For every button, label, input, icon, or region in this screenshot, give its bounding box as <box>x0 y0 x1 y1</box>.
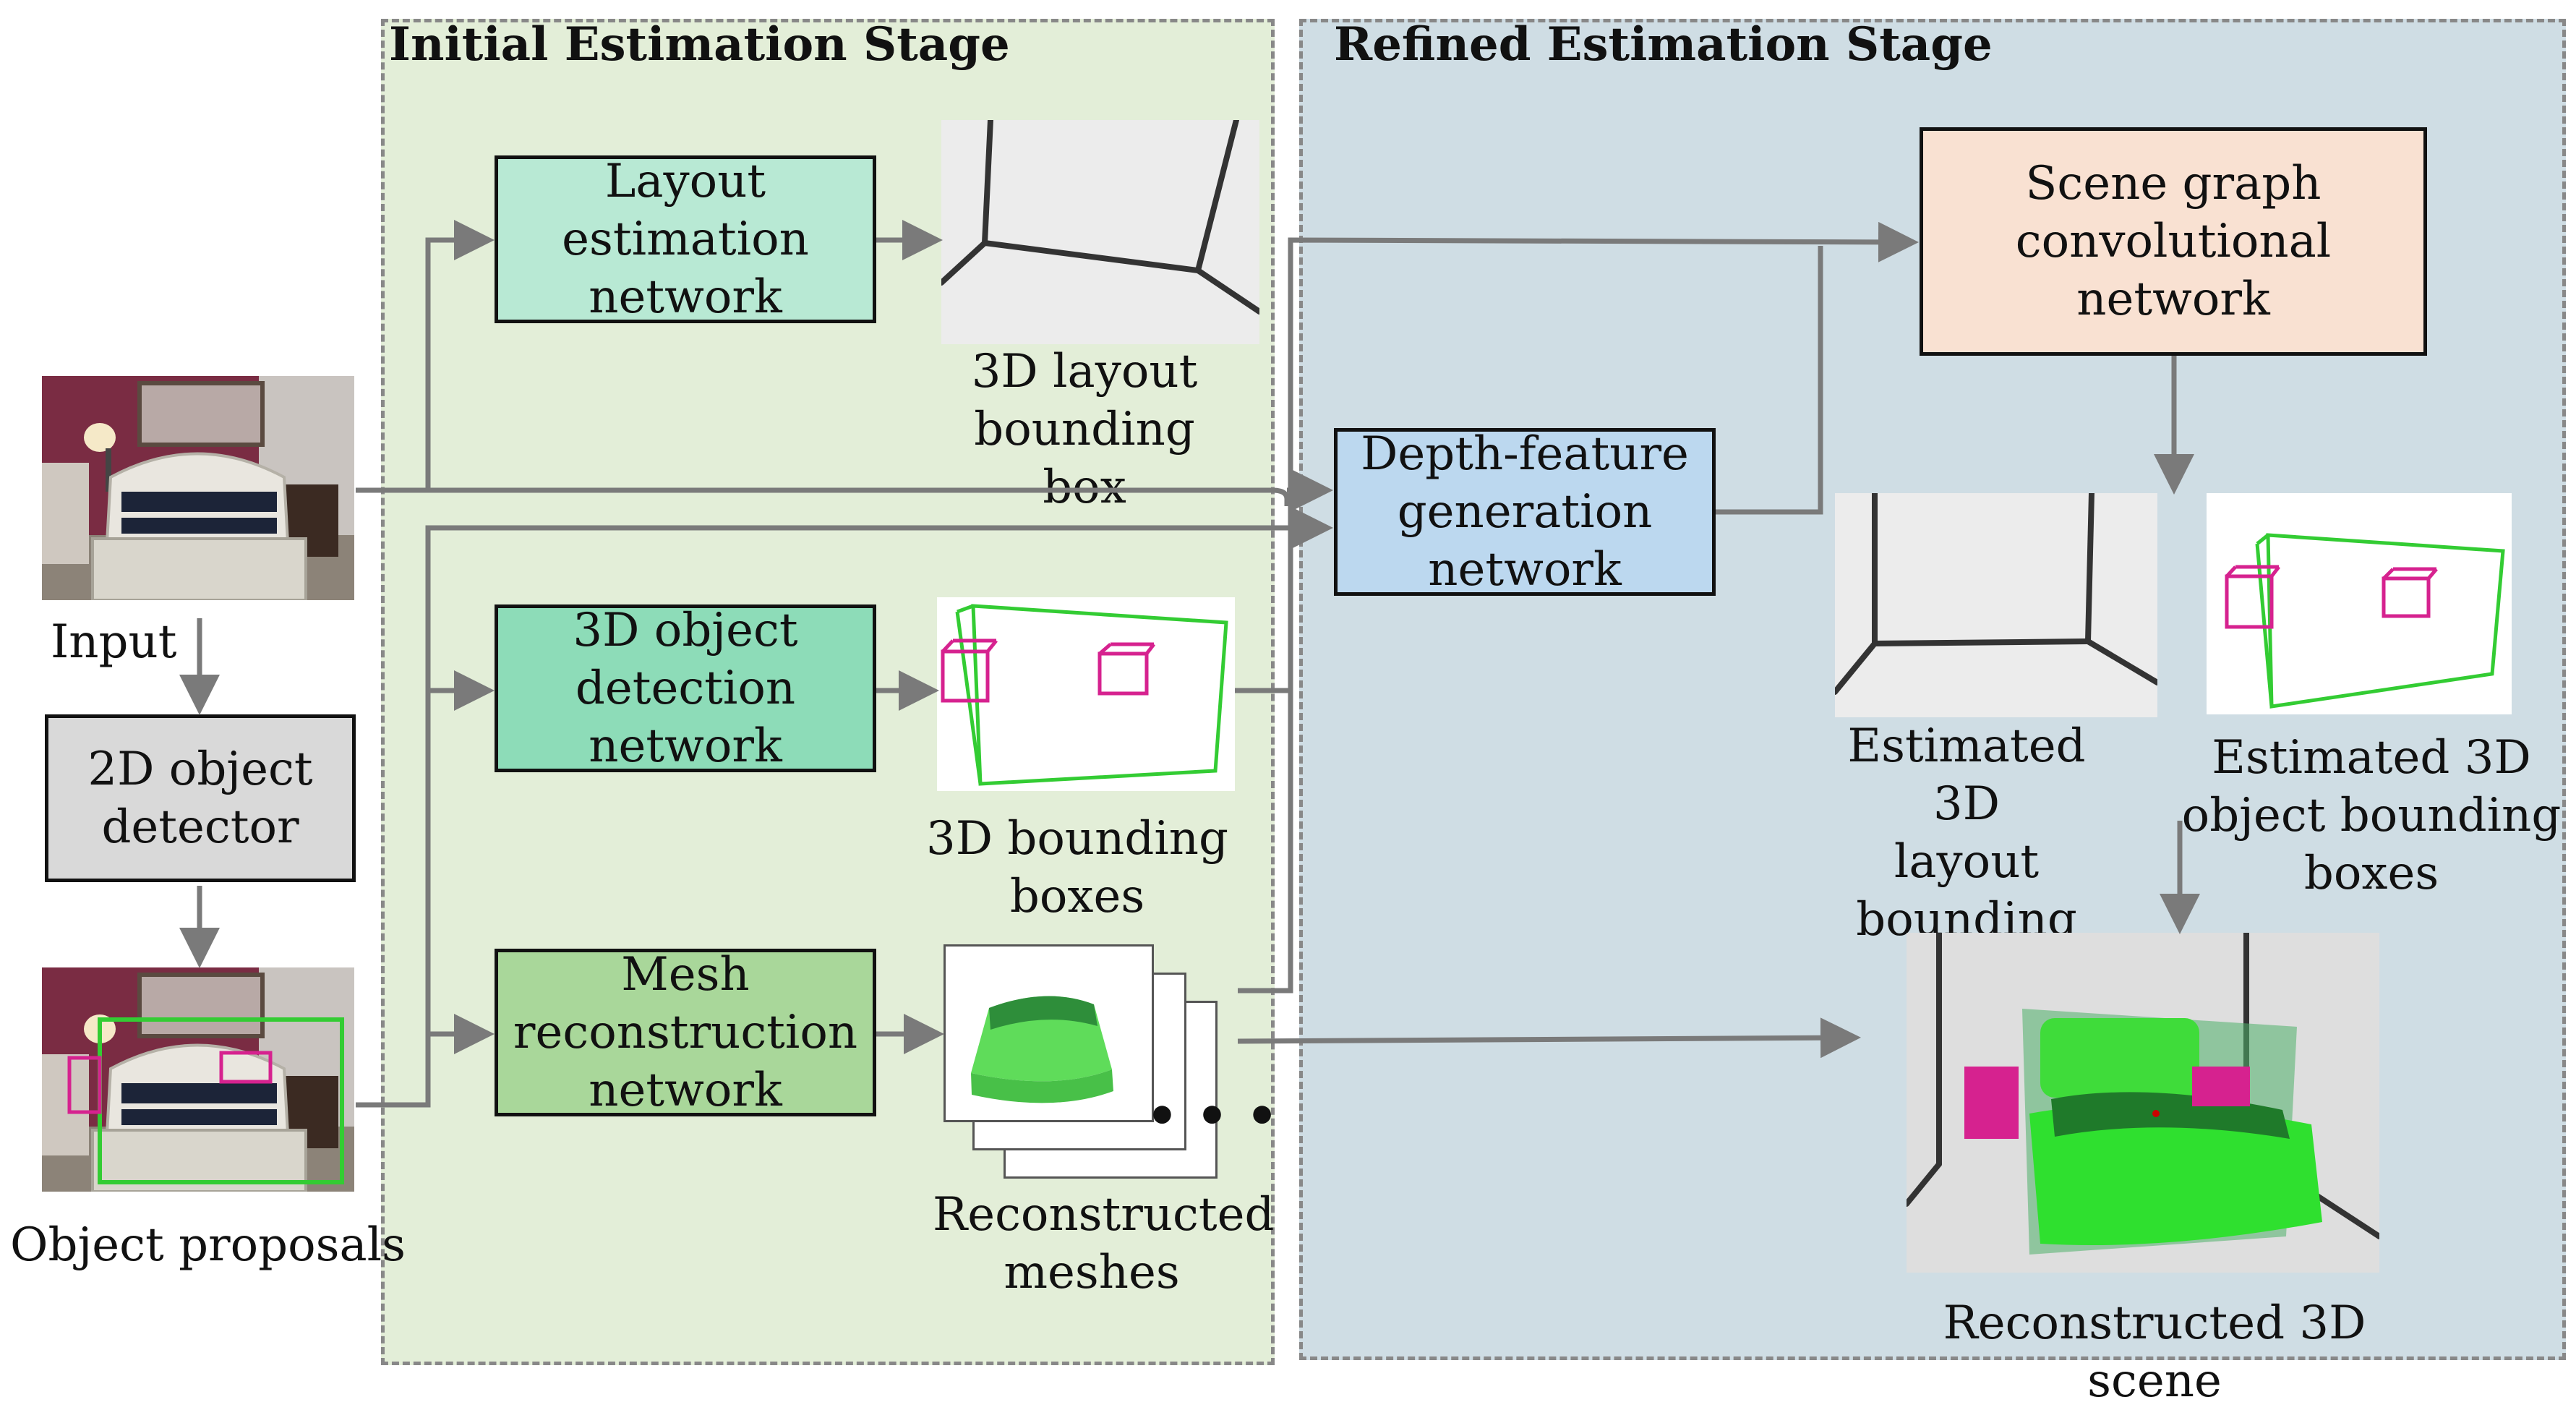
arrow-proposals-to-nets <box>356 508 1333 1108</box>
3d-bounding-boxes-label: 3D bounding boxes <box>926 812 1228 923</box>
initial-stage-title: Initial Estimation Stage <box>389 17 1010 72</box>
estimated-boxes-image <box>2207 493 2512 714</box>
scene-graph-convolutional-network-box: Scene graph convolutional network <box>1920 127 2427 356</box>
arrow-depth-net-to-gcn <box>1716 246 1823 515</box>
3d-layout-label: 3D layout bounding box <box>971 345 1198 514</box>
estimated-boxes-label: Estimated 3D object bounding boxes <box>2181 731 2562 900</box>
object-proposals-image <box>42 967 354 1192</box>
mesh-reconstruction-network-box: Mesh reconstruction network <box>495 948 876 1117</box>
mesh-card-front <box>943 944 1154 1122</box>
arrow-meshes-to-scene <box>1237 1017 1861 1059</box>
connector-arrows <box>179 220 2200 1108</box>
input-label: Input <box>51 615 177 669</box>
estimated-layout-image <box>1835 493 2157 717</box>
input-image <box>42 376 354 600</box>
arrow-input-to-depth-net <box>356 490 1323 506</box>
3d-layout-image <box>941 120 1259 344</box>
estimated-layout-label: Estimated 3D layout bounding box <box>1847 719 2086 1004</box>
arrow-initial-outputs-to-gcn <box>1235 688 1293 994</box>
mesh-ellipsis-icon: • • • <box>1146 1086 1278 1146</box>
object-proposals-label: Object proposals <box>10 1218 406 1272</box>
reconstructed-meshes-label: Reconstructed meshes <box>933 1188 1275 1299</box>
2d-object-detector-box: 2D object detector <box>45 714 356 882</box>
reconstructed-scene-image <box>1907 933 2379 1273</box>
refined-stage-title: Refined Estimation Stage <box>1334 17 1993 72</box>
arrow-input-to-layout-net <box>356 220 495 493</box>
layout-estimation-network-box: Layout estimation network <box>495 155 876 324</box>
3d-bounding-boxes-image <box>937 597 1235 791</box>
3d-object-detection-network-box: 3D object detection network <box>495 604 876 773</box>
depth-feature-generation-network-box: Depth-feature generation network <box>1334 427 1716 597</box>
